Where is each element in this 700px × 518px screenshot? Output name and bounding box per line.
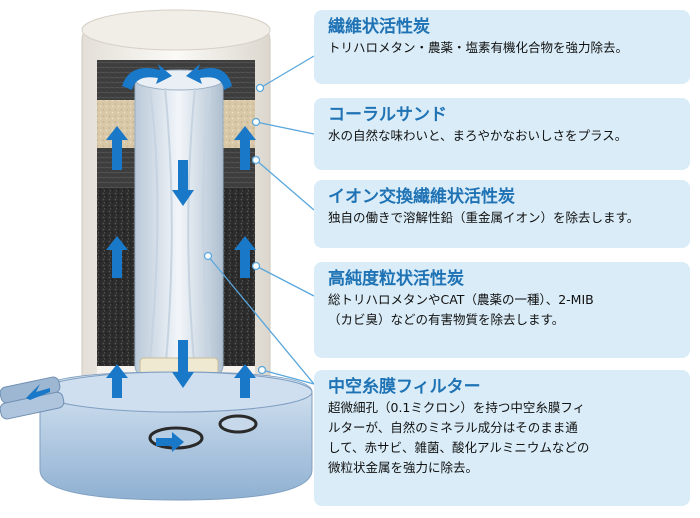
label-coral-sand: コーラルサンド 水の自然な味わいと、まろやかなおいしさをプラス。 <box>314 98 690 170</box>
label-fiber-carbon: 繊維状活性炭 トリハロメタン・農薬・塩素有機化合物を強力除去。 <box>314 10 690 84</box>
label-title: 繊維状活性炭 <box>328 17 430 37</box>
label-title: コーラルサンド <box>328 105 447 125</box>
label-ion-exchange-carbon: イオン交換繊維状活性炭 独自の働きで溶解性鉛（重金属イオン）を除去します。 <box>314 180 690 248</box>
flow-arrow-curve <box>186 64 232 90</box>
flow-arrow-up <box>106 236 128 278</box>
label-description: トリハロメタン・農薬・塩素有機化合物を強力除去。 <box>328 40 629 55</box>
flow-arrow-up <box>106 364 128 398</box>
hollow-fiber-membrane-tube <box>134 69 224 381</box>
label-description: 超微細孔（0.1ミクロン）を持つ中空糸膜フィ ルターが、自然のミネラル成分はその… <box>328 400 590 475</box>
label-title: イオン交換繊維状活性炭 <box>328 187 515 207</box>
flow-arrow-down <box>172 340 194 388</box>
label-granular-carbon: 高純度粒状活性炭 総トリハロメタンやCAT（農薬の一種）、2-MIB （カビ臭）… <box>314 262 690 358</box>
water-flow-arrows <box>26 64 256 452</box>
label-title: 中空糸膜フィルター <box>328 377 481 397</box>
leader-lines <box>203 55 315 385</box>
label-description: 総トリハロメタンやCAT（農薬の一種）、2-MIB （カビ臭）などの有害物質を除… <box>328 292 594 327</box>
label-description: 独自の働きで溶解性鉛（重金属イオン）を除去します。 <box>328 210 640 225</box>
flow-arrow-up <box>106 126 128 170</box>
flow-arrow-up <box>234 364 256 398</box>
flow-arrow-down <box>172 160 194 206</box>
label-description: 水の自然な味わいと、まろやかなおいしさをプラス。 <box>328 128 628 143</box>
flow-arrow-outlet <box>156 432 184 452</box>
label-title: 高純度粒状活性炭 <box>328 269 464 289</box>
flow-arrow-up <box>234 126 256 170</box>
flow-arrow-curve <box>122 64 172 90</box>
flow-arrow-outlet <box>26 384 50 400</box>
label-hollow-fiber-filter: 中空糸膜フィルター 超微細孔（0.1ミクロン）を持つ中空糸膜フィ ルターが、自然… <box>314 370 690 506</box>
flow-arrow-up <box>234 236 256 278</box>
